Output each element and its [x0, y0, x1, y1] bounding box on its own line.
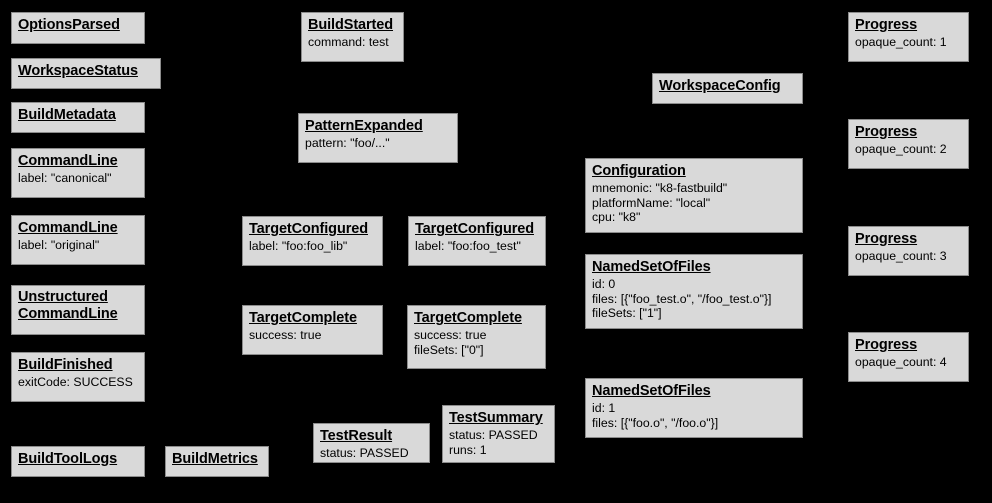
- node-title: WorkspaceStatus: [18, 63, 138, 79]
- node-field: files: [{"foo.o", "/foo.o"}]: [592, 415, 719, 430]
- node-field: runs: 1: [449, 442, 487, 457]
- node-target-configured-foo-lib[interactable]: TargetConfigured label: "foo:foo_lib": [242, 216, 383, 266]
- node-title: CommandLine: [18, 220, 118, 236]
- node-title: TargetConfigured: [249, 221, 368, 237]
- node-command-line-original[interactable]: CommandLine label: "original": [11, 215, 145, 265]
- node-field: files: [{"foo_test.o", "/foo_test.o"}]: [592, 291, 772, 306]
- node-title: BuildMetadata: [18, 107, 116, 123]
- node-title: TestResult: [320, 428, 393, 444]
- node-title: Unstructured CommandLine: [18, 289, 118, 323]
- node-title: NamedSetOfFiles: [592, 383, 711, 399]
- node-progress-3[interactable]: Progress opaque_count: 3: [848, 226, 969, 276]
- node-fields: label: "original": [18, 238, 138, 253]
- node-fields: pattern: "foo/...": [305, 136, 451, 151]
- node-field: fileSets: ["0"]: [414, 342, 484, 357]
- node-title: PatternExpanded: [305, 118, 423, 134]
- node-fields: opaque_count: 4: [855, 355, 962, 370]
- node-target-configured-foo-test[interactable]: TargetConfigured label: "foo:foo_test": [408, 216, 546, 266]
- node-fields: opaque_count: 1: [855, 35, 962, 50]
- node-title: OptionsParsed: [18, 17, 120, 33]
- node-field: command: test: [308, 35, 389, 50]
- node-title: NamedSetOfFiles: [592, 259, 711, 275]
- node-field: opaque_count: 1: [855, 35, 947, 50]
- node-title: CommandLine: [18, 153, 118, 169]
- node-title: Progress: [855, 17, 918, 33]
- node-command-line-canonical[interactable]: CommandLine label: "canonical": [11, 148, 145, 198]
- node-field: mnemonic: "k8-fastbuild": [592, 181, 728, 196]
- node-field: label: "foo:foo_lib": [249, 239, 348, 254]
- node-field: fileSets: ["1"]: [592, 306, 662, 321]
- node-fields: command: test: [308, 35, 397, 50]
- node-title: TargetComplete: [249, 310, 357, 326]
- node-fields: mnemonic: "k8-fastbuild"platformName: "l…: [592, 181, 796, 225]
- node-title: Configuration: [592, 163, 686, 179]
- node-fields: status: PASSED: [320, 446, 423, 461]
- node-title: BuildMetrics: [172, 451, 258, 467]
- node-build-finished[interactable]: BuildFinished exitCode: SUCCESS: [11, 352, 145, 402]
- node-field: exitCode: SUCCESS: [18, 375, 133, 390]
- node-build-started[interactable]: BuildStarted command: test: [301, 12, 404, 62]
- node-fields: label: "foo:foo_lib": [249, 239, 376, 254]
- node-field: platformName: "local": [592, 195, 711, 210]
- node-unstructured-command-line[interactable]: Unstructured CommandLine: [11, 285, 145, 335]
- node-pattern-expanded[interactable]: PatternExpanded pattern: "foo/...": [298, 113, 458, 163]
- node-title: Progress: [855, 124, 918, 140]
- node-title: Progress: [855, 231, 918, 247]
- node-field: label: "canonical": [18, 171, 112, 186]
- node-test-result[interactable]: TestResult status: PASSED: [313, 423, 430, 463]
- node-title: BuildFinished: [18, 357, 113, 373]
- node-field: id: 0: [592, 277, 616, 292]
- node-field: id: 1: [592, 401, 616, 416]
- node-title: TargetConfigured: [415, 221, 534, 237]
- node-build-metadata[interactable]: BuildMetadata: [11, 102, 145, 133]
- node-field: label: "foo:foo_test": [415, 239, 521, 254]
- node-fields: opaque_count: 2: [855, 142, 962, 157]
- node-field: success: true: [414, 328, 487, 343]
- node-workspace-status[interactable]: WorkspaceStatus: [11, 58, 161, 89]
- node-field: cpu: "k8": [592, 210, 641, 225]
- node-fields: label: "foo:foo_test": [415, 239, 539, 254]
- node-fields: exitCode: SUCCESS: [18, 375, 138, 390]
- node-options-parsed[interactable]: OptionsParsed: [11, 12, 145, 44]
- node-field: success: true: [249, 328, 322, 343]
- node-title: BuildToolLogs: [18, 451, 118, 467]
- node-workspace-config[interactable]: WorkspaceConfig: [652, 73, 803, 104]
- node-fields: opaque_count: 3: [855, 249, 962, 264]
- node-build-tool-logs[interactable]: BuildToolLogs: [11, 446, 145, 477]
- node-progress-1[interactable]: Progress opaque_count: 1: [848, 12, 969, 62]
- node-progress-4[interactable]: Progress opaque_count: 4: [848, 332, 969, 382]
- node-fields: label: "canonical": [18, 171, 138, 186]
- node-title: TargetComplete: [414, 310, 522, 326]
- node-configuration[interactable]: Configuration mnemonic: "k8-fastbuild"pla…: [585, 158, 803, 233]
- node-field: status: PASSED: [320, 446, 409, 461]
- node-field: pattern: "foo/...": [305, 136, 390, 151]
- node-progress-2[interactable]: Progress opaque_count: 2: [848, 119, 969, 169]
- node-target-complete-lib[interactable]: TargetComplete success: true: [242, 305, 383, 355]
- node-fields: success: true: [249, 328, 376, 343]
- node-field: opaque_count: 2: [855, 142, 947, 157]
- node-title: BuildStarted: [308, 17, 394, 33]
- node-title: TestSummary: [449, 410, 543, 426]
- node-field: label: "original": [18, 238, 100, 253]
- node-field: status: PASSED: [449, 428, 538, 443]
- node-field: opaque_count: 3: [855, 249, 947, 264]
- node-title: WorkspaceConfig: [659, 78, 781, 94]
- node-build-metrics[interactable]: BuildMetrics: [165, 446, 269, 477]
- node-title: Progress: [855, 337, 918, 353]
- node-field: opaque_count: 4: [855, 355, 947, 370]
